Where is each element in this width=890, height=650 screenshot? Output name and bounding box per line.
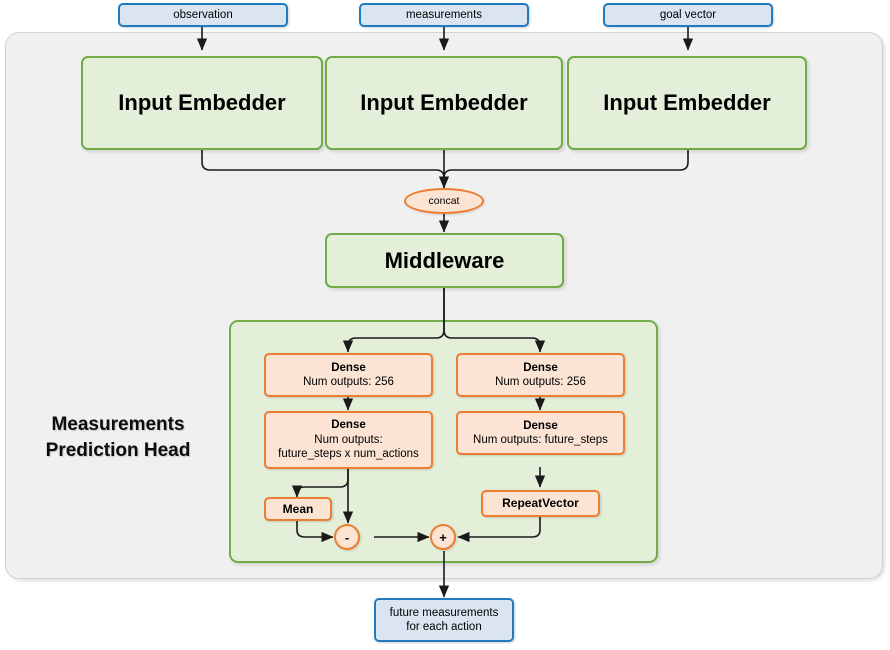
mean-block[interactable]: Mean	[264, 497, 332, 521]
input-embedder-1[interactable]: Input Embedder	[81, 56, 323, 150]
right-dense-1-sub: Num outputs: 256	[495, 376, 586, 388]
middleware-label: Middleware	[384, 247, 505, 273]
input-box-measurements[interactable]: measurements	[359, 3, 529, 27]
middleware-block[interactable]: Middleware	[325, 233, 564, 288]
input-embedder-2[interactable]: Input Embedder	[325, 56, 563, 150]
measurements-prediction-head-title: Measurements Prediction Head	[18, 412, 218, 464]
add-op-label: +	[439, 529, 447, 545]
output-box-line2: for each action	[406, 621, 482, 633]
repeat-vector-label: RepeatVector	[502, 496, 579, 511]
input-box-goal-vector[interactable]: goal vector	[603, 3, 773, 27]
left-dense-2-title: Dense	[331, 419, 366, 432]
input-box-observation[interactable]: observation	[118, 3, 288, 27]
output-box-line1: future measurements	[389, 607, 499, 619]
repeat-vector-block[interactable]: RepeatVector	[481, 490, 600, 517]
input-box-measurements-label: measurements	[405, 9, 483, 21]
head-title-line2: Prediction Head	[45, 440, 191, 461]
concat-op[interactable]: concat	[404, 188, 484, 214]
right-dense-2-sub: Num outputs: future_steps	[473, 434, 608, 446]
concat-op-label: concat	[428, 195, 460, 207]
right-dense-2[interactable]: Dense Num outputs: future_steps	[456, 411, 625, 455]
left-dense-2[interactable]: Dense Num outputs: future_steps x num_ac…	[264, 411, 433, 469]
left-dense-1-title: Dense	[331, 361, 366, 374]
input-embedder-3-label: Input Embedder	[603, 90, 771, 115]
add-op[interactable]: +	[430, 524, 456, 550]
input-embedder-3[interactable]: Input Embedder	[567, 56, 807, 150]
left-dense-2-sub1: Num outputs:	[314, 433, 383, 446]
output-box-future-measurements[interactable]: future measurements for each action	[374, 598, 514, 642]
left-dense-1[interactable]: Dense Num outputs: 256	[264, 353, 433, 397]
subtract-op[interactable]: -	[334, 524, 360, 550]
mean-label: Mean	[282, 501, 314, 516]
input-embedder-1-label: Input Embedder	[118, 90, 286, 115]
input-box-goal-vector-label: goal vector	[659, 9, 717, 21]
left-dense-1-sub: Num outputs: 256	[303, 376, 394, 388]
right-dense-2-title: Dense	[523, 419, 558, 432]
right-dense-1-title: Dense	[523, 361, 558, 374]
head-title-line1: Measurements	[51, 414, 185, 435]
subtract-op-label: -	[344, 529, 350, 545]
input-embedder-2-label: Input Embedder	[360, 90, 528, 115]
right-dense-1[interactable]: Dense Num outputs: 256	[456, 353, 625, 397]
input-box-observation-label: observation	[173, 9, 233, 21]
left-dense-2-sub2: future_steps x num_actions	[278, 448, 419, 461]
